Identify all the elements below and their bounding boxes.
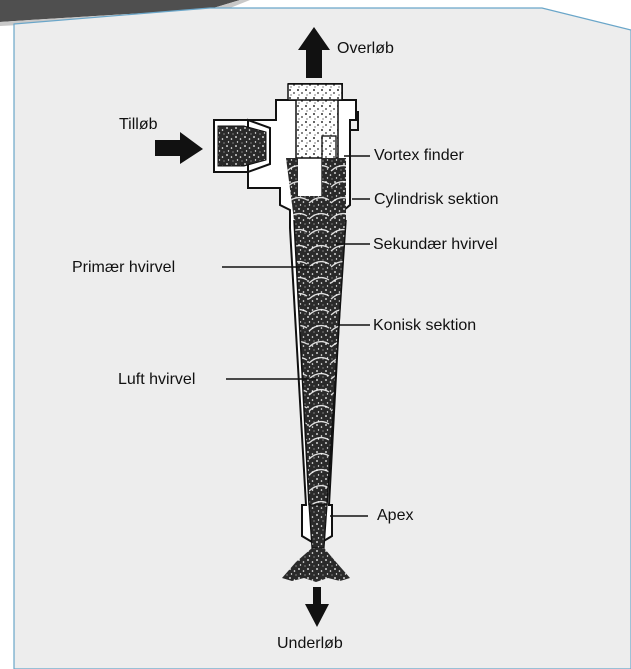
overflow-pipe-cap: [288, 84, 342, 100]
label-conical-section: Konisk sektion: [373, 317, 476, 335]
inlet-slurry: [218, 126, 266, 166]
label-inflow: Tilløb: [119, 116, 158, 134]
label-air-vortex: Luft hvirvel: [118, 371, 195, 389]
label-apex: Apex: [377, 507, 413, 525]
label-primary-vortex: Primær hvirvel: [72, 259, 222, 277]
label-secondary-vortex: Sekundær hvirvel: [373, 236, 498, 254]
label-vortex-finder: Vortex finder: [374, 147, 464, 165]
label-overflow: Overløb: [337, 40, 394, 58]
label-underflow: Underløb: [277, 635, 343, 653]
apex-spout: [309, 505, 327, 548]
label-cylindrical-section: Cylindrisk sektion: [374, 191, 498, 209]
